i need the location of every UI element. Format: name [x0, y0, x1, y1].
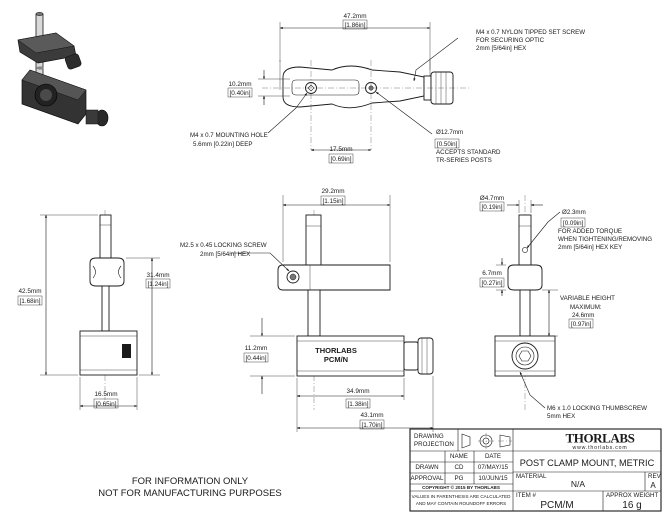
base-width-dim-in: [1.38in]	[348, 401, 369, 408]
locking-screw-note-1: M2.5 x 0.45 LOCKING SCREW	[180, 242, 267, 249]
variable-note-3: 24.6mm	[572, 312, 594, 319]
post-dia-dim-in: [0.19in]	[482, 204, 503, 211]
clamp-height-dim-in: [1.24in]	[148, 281, 169, 288]
thorlabs-logo: THORLABS www.thorlabs.com	[545, 431, 657, 451]
projection-symbol	[461, 433, 512, 449]
clamp-height-dim: 31.4mm	[146, 272, 169, 279]
drawn-name: CD	[455, 464, 464, 471]
front-view: THORLABS PCM/N 29.2mm [1.15in] M2.5 x 0.…	[180, 188, 434, 432]
variable-note-4: [0.97in]	[571, 321, 592, 328]
website: www.thorlabs.com	[573, 445, 628, 451]
side-view-right: Ø4.7mm [0.19in] Ø2.3mm [0.09in] FOR ADDE…	[480, 195, 652, 420]
drawing-title: POST CLAMP MOUNT, METRIC	[520, 458, 655, 468]
drawn-date: 07/MAY/15	[478, 464, 509, 471]
disclaimer-line-2: NOT FOR MANUFACTURING PURPOSES	[98, 488, 282, 499]
posts-note-2: TR-SERIES POSTS	[436, 157, 492, 164]
top-view: 47.2mm [1.86in] 10.2mm [0.40in] 17.5mm […	[190, 13, 585, 164]
post-dia-dim: Ø4.7mm	[480, 195, 505, 202]
torque-note-2: WHEN TIGHTENING/REMOVING	[558, 236, 652, 243]
thumbscrew-note-1: M6 x 1.0 LOCKING THUMBSCREW	[547, 405, 647, 412]
projection-label-1: DRAWING	[414, 433, 444, 440]
item-label: ITEM #	[516, 492, 536, 499]
side-view-left: 42.5mm [1.68in] 31.4mm [1.24in] 16.5mm […	[17, 210, 171, 410]
approval-name: PG	[455, 475, 464, 482]
set-screw-note-3: 2mm [5/64in] HEX	[476, 45, 526, 52]
pin-hole-dim: Ø2.3mm	[562, 209, 586, 216]
material-value: N/A	[571, 479, 586, 489]
rev-value: A	[650, 481, 656, 490]
base-height-dim: 11.2mm	[245, 345, 268, 352]
arm-offset-dim: 6.7mm	[482, 270, 502, 277]
name-header: NAME	[450, 453, 468, 460]
slot-height-dim-in: [0.40in]	[230, 90, 251, 97]
pin-hole-dim-in: [0.09in]	[563, 220, 584, 227]
material-label: MATERIAL	[516, 473, 547, 480]
mount-hole-note-2: 5.6mm [0.22in] DEEP	[193, 141, 253, 148]
base-depth-dim: 16.5mm	[94, 391, 117, 398]
base-height-dim-in: [0.44in]	[246, 355, 267, 362]
values-note-1: VALUES IN PARENTHESIS ARE CALCULATED	[412, 494, 511, 499]
set-screw-note-2: FOR SECURING OPTIC	[476, 37, 545, 44]
total-height-dim: 42.5mm	[18, 288, 41, 295]
isometric-view	[17, 12, 109, 127]
thumbscrew-note-2: 5mm HEX	[547, 413, 575, 420]
locking-screw-note-2: 2mm [5/64in] HEX	[200, 251, 250, 258]
total-height-dim-in: [1.68in]	[20, 298, 41, 305]
title-block: DRAWING PROJECTION NAME DATE DRAWN CD 07…	[409, 428, 662, 512]
disclaimer-line-1: FOR INFORMATION ONLY	[132, 476, 249, 487]
base-width-dim: 34.9mm	[346, 388, 369, 395]
body-logo: THORLABS	[315, 346, 357, 355]
top-width-dim-in: [1.86in]	[345, 22, 366, 29]
approval-date: 10/JUN/15	[478, 475, 508, 482]
bore-dim-in: [0.50in]	[437, 141, 458, 148]
values-note-2: AND MAY CONTAIN ROUNDOFF ERRORS	[416, 501, 506, 506]
set-screw-note-1: M4 x 0.7 NYLON TIPPED SET SCREW	[476, 29, 585, 36]
torque-note-1: FOR ADDED TORQUE	[558, 228, 622, 235]
body-part-number: PCM/N	[324, 355, 348, 364]
arm-offset-dim-in: [0.27in]	[482, 280, 503, 287]
mount-hole-note-1: M4 x 0.7 MOUNTING HOLE	[190, 132, 268, 139]
item-value: PCM/M	[540, 500, 573, 511]
torque-note-3: 2mm [5/64in] HEX KEY	[558, 244, 622, 251]
overall-width-dim-in: [1.70in]	[362, 422, 383, 429]
date-header: DATE	[485, 453, 501, 460]
approval-label: APPROVAL	[411, 475, 444, 482]
logo-text: THORLABS	[565, 431, 634, 446]
projection-label-2: PROJECTION	[414, 441, 454, 448]
copyright: COPYRIGHT © 2015 BY THORLABS	[422, 484, 500, 490]
weight-value: 16 g	[622, 500, 641, 511]
front-width-dim-in: [1.15in]	[323, 198, 344, 205]
spacing-dim: 17.5mm	[329, 146, 352, 153]
overall-width-dim: 43.1mm	[360, 412, 383, 419]
drawn-label: DRAWN	[415, 464, 438, 471]
variable-note-1: VARIABLE HEIGHT	[560, 295, 615, 302]
top-width-dim: 47.2mm	[343, 13, 366, 20]
rev-label: REV	[648, 473, 662, 480]
front-width-dim: 29.2mm	[321, 188, 344, 195]
variable-note-2: MAXIMUM:	[570, 304, 602, 311]
weight-label: APPROX WEIGHT	[606, 492, 658, 499]
slot-height-dim: 10.2mm	[228, 81, 251, 88]
spacing-dim-in: [0.69in]	[331, 156, 352, 163]
posts-note-1: ACCEPTS STANDARD	[436, 149, 501, 156]
base-depth-dim-in: [0.65in]	[96, 401, 117, 408]
bore-dim: Ø12.7mm	[436, 129, 463, 136]
